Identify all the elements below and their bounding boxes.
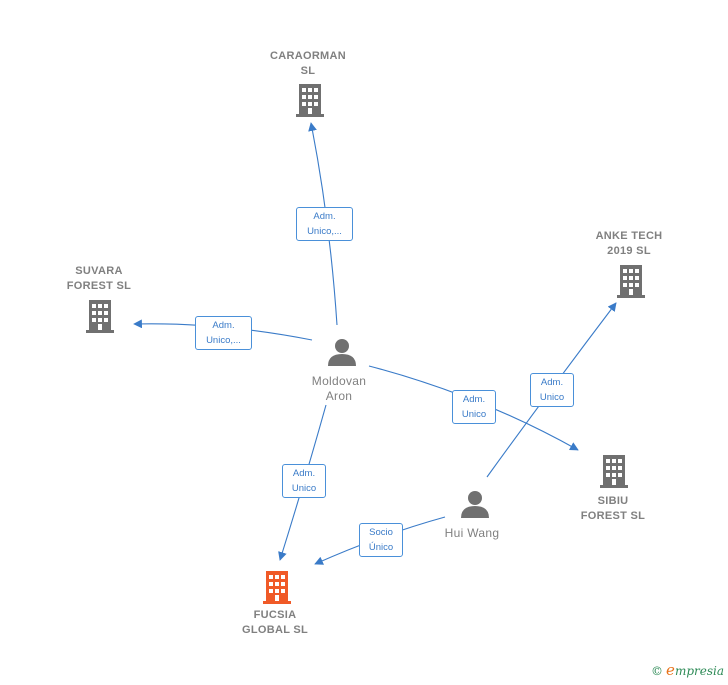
edge-line: Adm.: [292, 468, 316, 479]
person-icon: [461, 491, 489, 518]
building-icon: [296, 84, 324, 117]
edge-line: Unico,...: [307, 226, 342, 237]
building-icon: [617, 265, 645, 298]
node-line: GLOBAL SL: [241, 624, 309, 636]
person-icon: [328, 339, 356, 366]
node-line: 2019 SL: [607, 245, 651, 257]
building-icon-main: [263, 571, 291, 604]
brand-footer: ©empresia: [651, 661, 724, 679]
edge-label-anke[interactable]: Adm. Unico: [530, 373, 574, 407]
node-line: FOREST SL: [66, 280, 132, 292]
edge-line: Unico: [461, 409, 487, 420]
brand-logo-initial: e: [666, 661, 675, 679]
node-fucsia-label[interactable]: FUCSIA GLOBAL SL: [225, 608, 325, 638]
edge-line: Adm.: [462, 394, 486, 405]
edge-line: Socio: [369, 527, 393, 538]
edge-label-suvara[interactable]: Adm. Unico,...: [195, 316, 252, 350]
node-line: FOREST SL: [580, 510, 646, 522]
edge-label-fucsia[interactable]: Adm. Unico: [282, 464, 326, 498]
copyright-symbol: ©: [651, 664, 664, 678]
building-icon: [86, 300, 114, 333]
edge-line: Adm.: [540, 377, 564, 388]
node-line: Aron: [325, 389, 353, 403]
node-line: ANKE TECH: [595, 230, 663, 242]
edge-line: Unico: [539, 392, 565, 403]
node-huiwang-label[interactable]: Hui Wang: [422, 526, 522, 541]
edge-line: Único: [368, 542, 394, 553]
node-sibiu-label[interactable]: SIBIU FOREST SL: [563, 494, 663, 524]
node-line: CARAORMAN: [269, 50, 347, 62]
node-anke-label[interactable]: ANKE TECH 2019 SL: [579, 229, 679, 259]
edge-label-hui-fucsia[interactable]: Socio Único: [359, 523, 403, 557]
node-moldovan-label[interactable]: Moldovan Aron: [289, 374, 389, 404]
node-line: FUCSIA: [253, 609, 297, 621]
node-line: SIBIU: [597, 495, 629, 507]
node-suvara-label[interactable]: SUVARA FOREST SL: [49, 264, 149, 294]
edge-label-caraorman[interactable]: Adm. Unico,...: [296, 207, 353, 241]
edge-line: Adm.: [212, 320, 235, 331]
edge-line: Adm.: [313, 211, 336, 222]
edge-line: Unico: [291, 483, 317, 494]
edge-label-sibiu[interactable]: Adm. Unico: [452, 390, 496, 424]
edge-line: Unico,...: [206, 335, 241, 346]
node-line: Hui Wang: [444, 526, 500, 540]
node-line: Moldovan: [311, 374, 367, 388]
node-caraorman-label[interactable]: CARAORMAN SL: [258, 49, 358, 79]
node-line: SL: [300, 65, 316, 77]
node-line: SUVARA: [75, 265, 123, 277]
building-icon: [600, 455, 628, 488]
brand-name: mpresia: [674, 664, 724, 678]
